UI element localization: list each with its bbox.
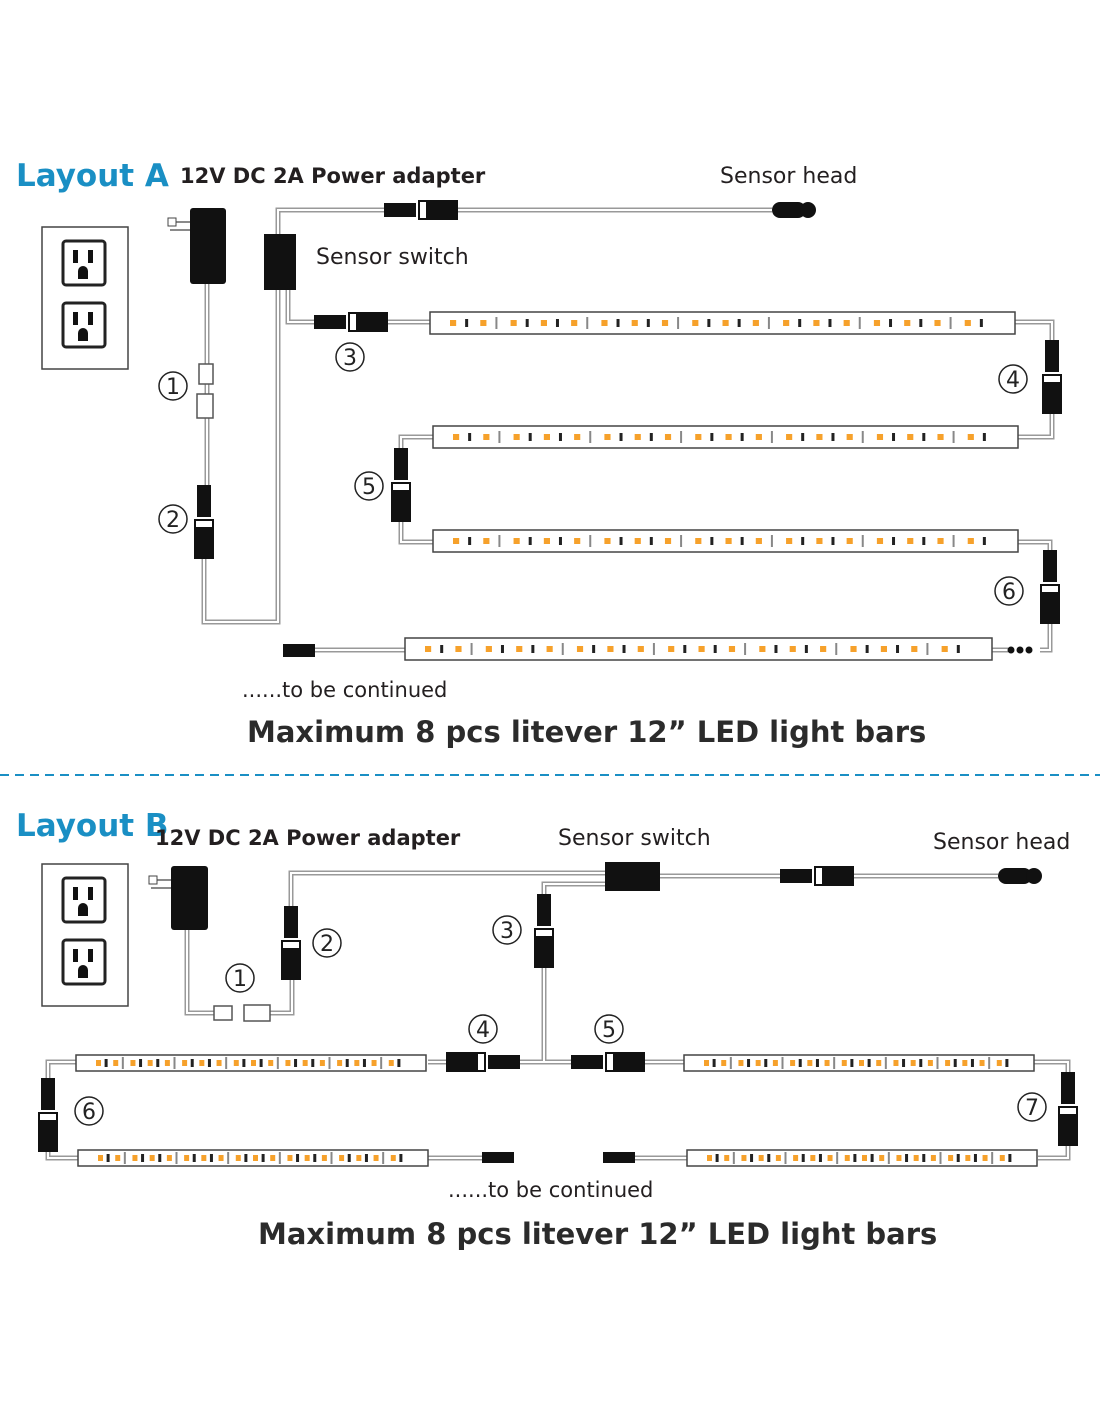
sensor-switch-icon: [264, 234, 296, 290]
connector-icon: [38, 1078, 58, 1152]
step-marker-3: 3: [492, 915, 522, 945]
connector-end-icon: [283, 644, 315, 657]
svg-text:4: 4: [476, 1018, 490, 1043]
led-light-bar-icon: [683, 1054, 1035, 1072]
layout-b-caption: Maximum 8 pcs litever 12” LED light bars: [258, 1217, 938, 1251]
connector-icon: [391, 448, 411, 522]
led-light-bar-icon: [432, 425, 1019, 449]
layout-b-continued: ......to be continued: [448, 1178, 654, 1202]
sensor-switch-icon: [605, 862, 660, 891]
svg-text:7: 7: [1025, 1096, 1039, 1121]
step-marker-1: 1: [225, 963, 255, 993]
svg-text:3: 3: [500, 919, 514, 944]
svg-text:1: 1: [166, 375, 180, 400]
svg-text:2: 2: [166, 508, 180, 533]
connector-icon: [194, 485, 214, 559]
svg-text:5: 5: [362, 475, 376, 500]
inline-connector-icon: [198, 363, 214, 385]
inline-connector-icon: [196, 393, 214, 419]
layout-b-sensor-head-label: Sensor head: [933, 830, 1071, 855]
svg-text:3: 3: [343, 346, 357, 371]
connector-end-icon: [482, 1152, 514, 1163]
connector-icon: [1058, 1072, 1078, 1146]
sensor-head-icon: [772, 202, 816, 218]
svg-text:6: 6: [82, 1100, 96, 1125]
layout-a-continued: ......to be continued: [242, 678, 448, 702]
connector-icon: [446, 1052, 520, 1072]
connector-icon: [1042, 340, 1062, 414]
led-light-bar-icon: [75, 1054, 427, 1072]
led-light-bar-icon: [77, 1149, 429, 1167]
connector-icon: [314, 312, 388, 332]
layout-b-sensor-switch-label: Sensor switch: [558, 826, 711, 851]
layout-a-sensor-head-label: Sensor head: [720, 164, 858, 189]
step-marker-4: 4: [998, 364, 1028, 394]
step-marker-2: 2: [158, 504, 188, 534]
svg-text:2: 2: [320, 932, 334, 957]
connector-icon: [384, 200, 458, 220]
step-marker-1: 1: [158, 371, 188, 401]
svg-text:6: 6: [1002, 580, 1016, 605]
step-marker-6: 6: [994, 576, 1024, 606]
wall-outlet-icon: [41, 226, 129, 370]
power-adapter-icon: [167, 208, 226, 284]
svg-text:1: 1: [233, 967, 247, 992]
layout-a-power-adapter-label: 12V DC 2A Power adapter: [180, 164, 486, 188]
svg-text:5: 5: [602, 1018, 616, 1043]
sensor-head-icon: [998, 868, 1042, 884]
connector-icon: [780, 866, 854, 886]
connector-icon: [571, 1052, 645, 1072]
wall-outlet-icon: [41, 863, 129, 1007]
connector-end-icon: [603, 1152, 635, 1163]
step-marker-7: 7: [1017, 1092, 1047, 1122]
layout-b-title: Layout B: [16, 808, 169, 844]
led-light-bar-icon: [404, 637, 993, 661]
step-marker-3: 3: [335, 342, 365, 372]
layout-a-sensor-switch-label: Sensor switch: [316, 245, 469, 270]
inline-connector-icon: [243, 1004, 271, 1022]
layout-b-power-adapter-label: 12V DC 2A Power adapter: [155, 826, 461, 850]
layout-a-title: Layout A: [16, 158, 169, 194]
step-marker-5: 5: [354, 471, 384, 501]
led-light-bar-icon: [686, 1149, 1038, 1167]
svg-text:4: 4: [1006, 368, 1020, 393]
layout-a-caption: Maximum 8 pcs litever 12” LED light bars: [247, 715, 927, 749]
step-marker-2: 2: [312, 928, 342, 958]
step-marker-4: 4: [468, 1014, 498, 1044]
inline-connector-icon: [213, 1005, 233, 1021]
step-marker-6: 6: [74, 1096, 104, 1126]
power-adapter-icon: [148, 866, 208, 930]
led-light-bar-icon: [432, 529, 1019, 553]
connector-icon: [534, 894, 554, 968]
led-light-bar-icon: [429, 311, 1016, 335]
connector-icon: [281, 906, 301, 980]
connector-icon: [1040, 550, 1060, 624]
step-marker-5: 5: [594, 1014, 624, 1044]
